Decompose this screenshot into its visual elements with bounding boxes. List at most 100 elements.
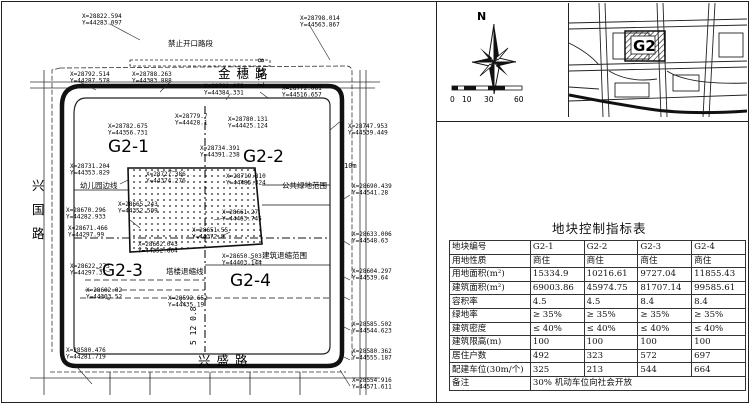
coordinate-x: X=28734.391 [200, 145, 240, 152]
site-plan: G2-1 G2-2 G2-3 G2-4 金穗路 兴盛路 兴 国 路 8 19.7… [30, 13, 392, 395]
coordinate-y: Y=44391.238 [200, 152, 240, 159]
table-cell: 45974.75 [583, 280, 639, 296]
coordinate-x: X=28602.02 [86, 287, 123, 294]
label-building-setback: 建筑退缩范围 [262, 250, 307, 260]
table-cell: 备注 [449, 375, 531, 391]
block-label-g2-1: G2-1 [108, 137, 149, 157]
coordinate-y: Y=44356.731 [108, 130, 148, 137]
tower-line [85, 279, 205, 291]
coordinate-x: X=28798.014 [300, 15, 340, 22]
coordinate-y: Y=44463.745 [222, 216, 262, 223]
coordinate-x: X=28727.386 [146, 171, 186, 178]
table-row: 用地面积(m²) 15334.9 10216.61 9727.04 11855.… [449, 267, 746, 282]
table-cell: 100 [583, 335, 639, 350]
coordinate-y: Y=44425.124 [228, 123, 268, 130]
table-cell: 8.4 [691, 294, 746, 309]
coordinate-x: X=28747.953 [348, 123, 388, 130]
coordinate-x: X=28719.810 [226, 173, 266, 180]
coordinate-x: X=28661.27 [222, 209, 259, 216]
building-zone [127, 167, 263, 253]
coordinate-y: Y=44283.097 [82, 20, 122, 27]
coordinate-x: X=28772.061 [282, 85, 322, 92]
road-name-west-2: 国 [32, 202, 45, 217]
coordinate-x: X=28585.502 [352, 321, 392, 328]
compass-rose: N [471, 10, 517, 95]
table-cell: 商住 [529, 253, 585, 269]
coordinate-y: Y=44281.719 [66, 354, 106, 361]
block-label-g2-4: G2-4 [230, 271, 271, 291]
coordinate-x: X=28782.075 [204, 83, 244, 90]
coordinate-y: Y=44297.31 [70, 270, 107, 277]
coordinate-y: Y=44287.578 [70, 78, 110, 85]
table-cell: ≤ 40% [583, 321, 639, 337]
block-label-g2-2: G2-2 [243, 147, 284, 167]
coordinate-y: Y=44548.63 [352, 238, 389, 245]
coordinate-y: Y=44541.28 [352, 190, 389, 197]
coordinate-y: Y=44516.657 [282, 92, 322, 99]
no-entry-zone [129, 59, 271, 67]
road-name-south: 兴盛路 [198, 353, 254, 368]
coordinate-y: Y=44563.867 [300, 22, 340, 29]
coordinate-x: X=28671.466 [68, 225, 108, 232]
table-row: 居住户数 492 323 572 697 [449, 348, 746, 364]
table-cell: 664 [691, 362, 746, 377]
table-remark: 30% 机动车位向社会开放 [529, 375, 747, 391]
coordinate-x: X=28782.675 [108, 123, 148, 130]
table-title: 地块控制指标表 [552, 221, 647, 236]
coordinate-y: Y=44539.449 [348, 130, 388, 137]
coordinate-x: X=28633.006 [352, 231, 392, 238]
label-no-entry: 禁止开口路段 [168, 38, 213, 48]
table-cell: 8.4 [637, 294, 693, 309]
scale-tick-30: 30 [484, 95, 494, 104]
coordinate-y: Y=44384.331 [204, 90, 244, 97]
table-cell: 绿地率 [449, 307, 531, 323]
table-cell: 建筑密度 [449, 321, 531, 337]
site-boundary [59, 83, 345, 369]
road-edge-outer [50, 65, 353, 373]
table-cell: ≥ 35% [691, 307, 746, 323]
table-cell: 81707.14 [637, 280, 693, 296]
coordinate-y: Y=44544.623 [352, 328, 392, 335]
table-cell: 用地性质 [449, 253, 531, 269]
table-cell: 用地面积(m²) [449, 267, 531, 282]
scale-bar: 0 10 30 60 [450, 85, 524, 104]
table-row-remark: 备注 30% 机动车位向社会开放 [449, 375, 747, 391]
table-cell: G2-4 [691, 240, 746, 255]
coordinate-x: X=28651.55 [192, 227, 229, 234]
control-indicator-table: 地块编号 G2-1 G2-2 G2-3 G2-4 用地性质 商住 商住 商住 商… [449, 240, 747, 391]
coordinate-x: X=28788.263 [132, 71, 172, 78]
scale-seg-1 [452, 86, 458, 90]
scale-tick-10: 10 [462, 95, 472, 104]
table-cell: 商住 [583, 253, 639, 269]
coordinate-x: X=28780.131 [228, 116, 268, 123]
coordinate-x: X=28554.916 [352, 377, 392, 384]
coordinate-x: X=28670.296 [66, 207, 106, 214]
coordinate-y: Y=44485.324 [226, 180, 266, 187]
coordinate-y: Y=44555.187 [352, 355, 392, 362]
table-row: 地块编号 G2-1 G2-2 G2-3 G2-4 [449, 240, 746, 255]
location-map: G2 [568, 3, 747, 117]
table-cell: 100 [529, 335, 585, 350]
coordinate-x: X=28779.7 [175, 113, 208, 120]
